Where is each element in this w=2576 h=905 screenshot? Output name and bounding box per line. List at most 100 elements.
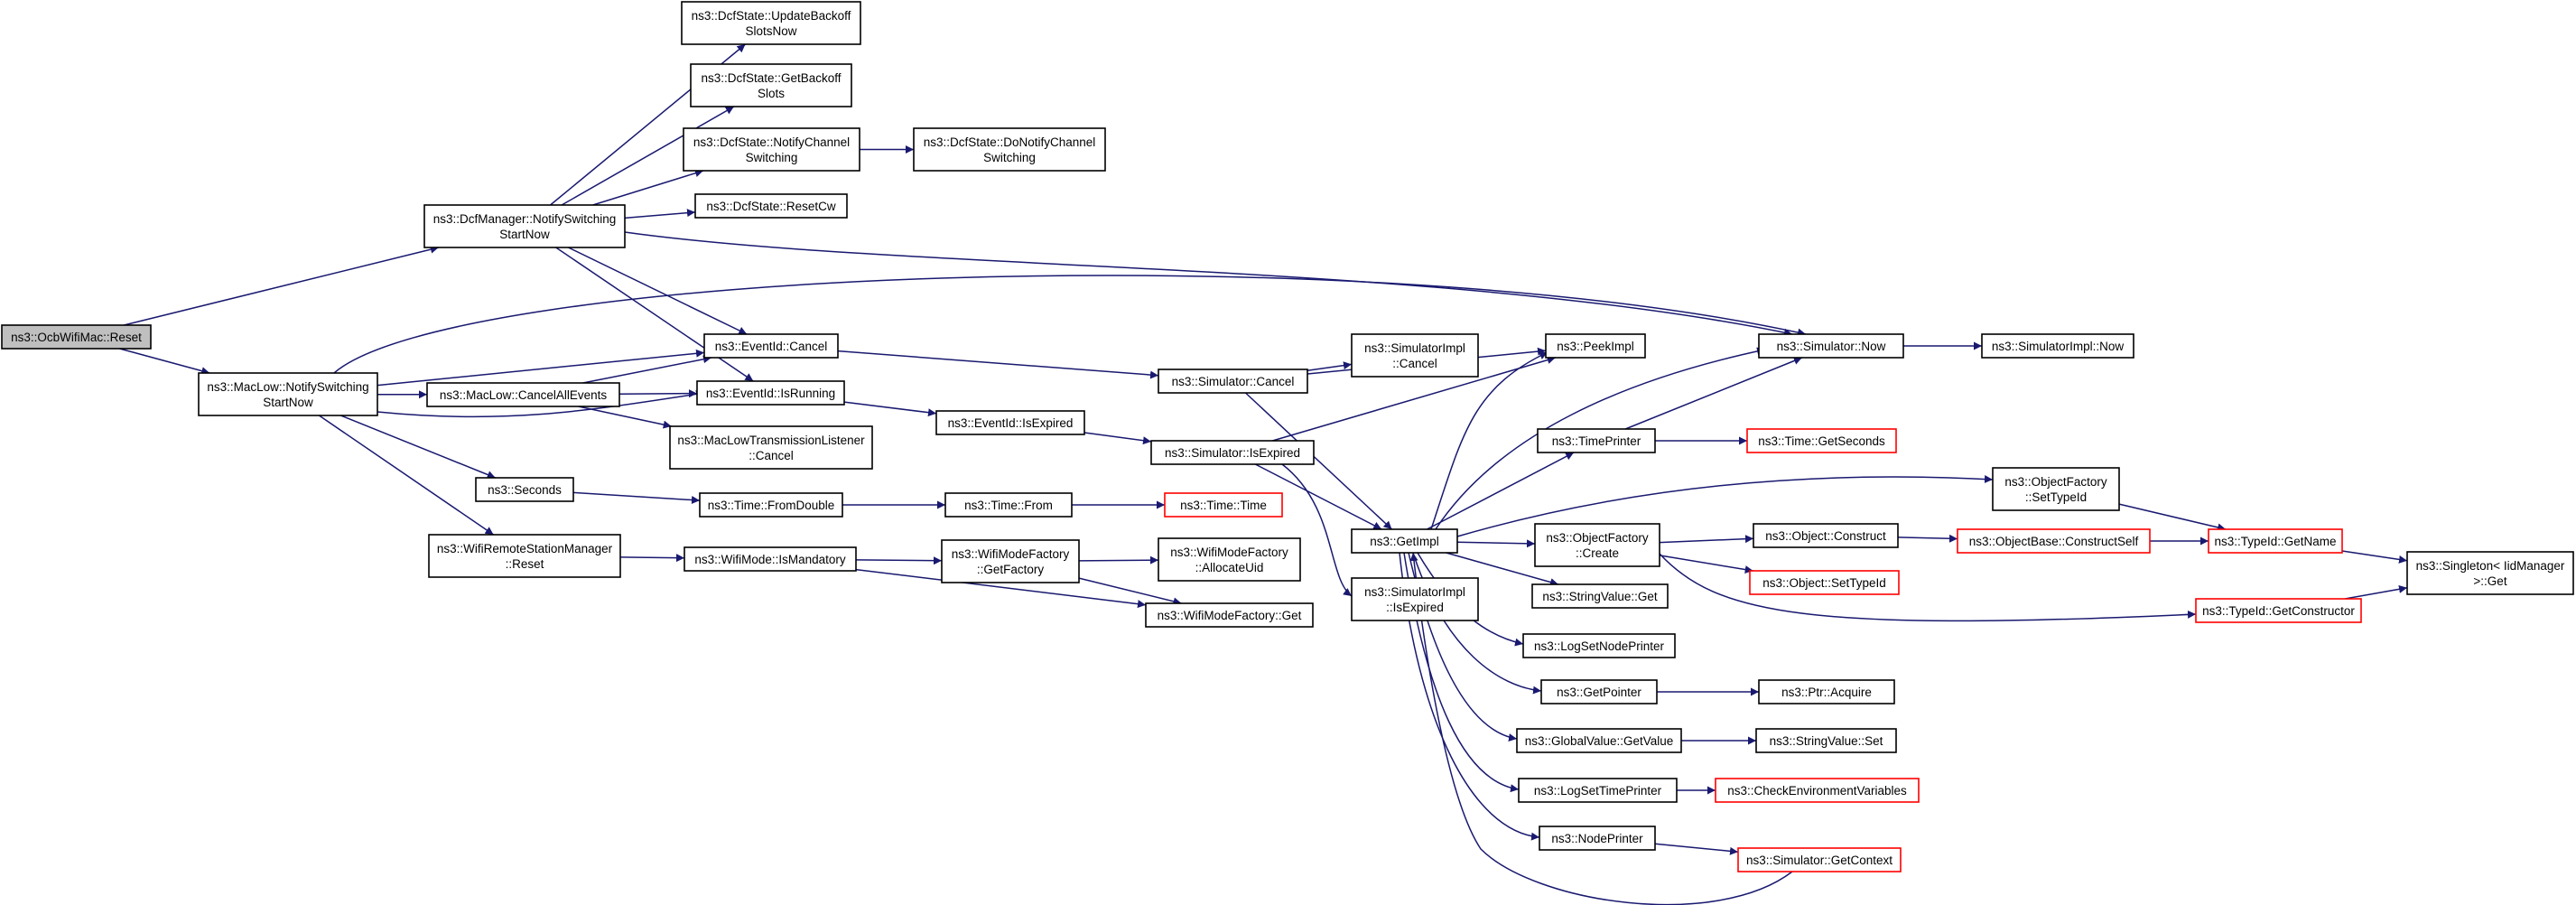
node-box[interactable] [1758, 333, 1904, 359]
node-box[interactable] [681, 1, 861, 45]
node-seconds[interactable]: ns3::Seconds [475, 477, 574, 502]
node-wifimode-ismand[interactable]: ns3::WifiMode::IsMandatory [684, 546, 857, 572]
node-box[interactable] [426, 382, 620, 407]
node-logsetnode[interactable]: ns3::LogSetNodePrinter [1522, 633, 1676, 658]
node-box[interactable] [1753, 523, 1899, 548]
node-box[interactable] [941, 539, 1080, 583]
node-box[interactable] [2195, 598, 2362, 623]
node-mtl-cancel[interactable]: ns3::MacLowTransmissionListener::Cancel [669, 425, 873, 470]
node-box[interactable] [696, 380, 845, 406]
node-sim-isexpired[interactable]: ns3::Simulator::IsExpired [1150, 440, 1315, 465]
node-sim-now[interactable]: ns3::Simulator::Now [1758, 333, 1904, 359]
node-of-settypeid[interactable]: ns3::ObjectFactory::SetTypeId [1992, 467, 2120, 511]
node-box[interactable] [684, 546, 857, 572]
node-time-from[interactable]: ns3::Time::From [944, 492, 1073, 518]
node-box[interactable] [683, 127, 860, 172]
node-box[interactable] [913, 127, 1106, 172]
node-eid-isrunning[interactable]: ns3::EventId::IsRunning [696, 380, 845, 406]
node-box[interactable] [475, 477, 574, 502]
node-box[interactable] [944, 492, 1073, 518]
node-box[interactable] [1351, 528, 1458, 554]
node-peekimpl[interactable]: ns3::PeekImpl [1545, 333, 1646, 359]
node-box[interactable] [1545, 333, 1646, 359]
node-box[interactable] [1755, 728, 1897, 753]
node-simimpl-isexpired[interactable]: ns3::SimulatorImpl::IsExpired [1351, 577, 1479, 621]
node-box[interactable] [1758, 679, 1895, 704]
node-gv-getvalue[interactable]: ns3::GlobalValue::GetValue [1516, 728, 1682, 753]
node-box[interactable] [1737, 847, 1902, 872]
node-logsettime[interactable]: ns3::LogSetTimePrinter [1518, 778, 1678, 803]
node-box[interactable] [1537, 428, 1656, 453]
node-wmf-getfactory[interactable]: ns3::WifiModeFactory::GetFactory [941, 539, 1080, 583]
node-check-env[interactable]: ns3::CheckEnvironmentVariables [1715, 778, 1920, 803]
node-sv-set[interactable]: ns3::StringValue::Set [1755, 728, 1897, 753]
node-sv-get[interactable]: ns3::StringValue::Get [1531, 583, 1669, 609]
node-time-time[interactable]: ns3::Time::Time [1164, 492, 1283, 518]
node-eid-cancel[interactable]: ns3::EventId::Cancel [703, 333, 839, 359]
node-box[interactable] [198, 372, 378, 416]
node-ptr-acquire[interactable]: ns3::Ptr::Acquire [1758, 679, 1895, 704]
node-nodeprinter[interactable]: ns3::NodePrinter [1539, 826, 1656, 851]
node-box[interactable] [1164, 492, 1283, 518]
node-box[interactable] [935, 410, 1085, 435]
node-time-fromdouble[interactable]: ns3::Time::FromDouble [699, 492, 843, 518]
node-ocb-reset[interactable]: ns3::OcbWifiMac::Reset [1, 324, 152, 350]
node-box[interactable] [1749, 570, 1900, 595]
node-ob-constructself[interactable]: ns3::ObjectBase::ConstructSelf [1957, 528, 2151, 554]
node-box[interactable] [703, 333, 839, 359]
node-box[interactable] [423, 204, 626, 248]
node-box[interactable] [1540, 679, 1658, 704]
node-box[interactable] [1158, 537, 1301, 582]
node-reset-cw[interactable]: ns3::DcfState::ResetCw [694, 193, 848, 219]
node-sim-getcontext[interactable]: ns3::Simulator::GetContext [1737, 847, 1902, 872]
node-box[interactable] [1150, 440, 1315, 465]
node-obj-construct[interactable]: ns3::Object::Construct [1753, 523, 1899, 548]
node-box[interactable] [2208, 528, 2343, 554]
node-box[interactable] [1715, 778, 1920, 803]
node-box[interactable] [1, 324, 152, 350]
node-sim-cancel[interactable]: ns3::Simulator::Cancel [1158, 369, 1308, 394]
node-box[interactable] [1351, 577, 1479, 621]
node-wrsm-reset[interactable]: ns3::WifiRemoteStationManager::Reset [428, 534, 621, 578]
node-box[interactable] [2406, 551, 2574, 595]
node-box[interactable] [1516, 728, 1682, 753]
node-wmf-allocuid[interactable]: ns3::WifiModeFactory::AllocateUid [1158, 537, 1301, 582]
node-simimpl-cancel[interactable]: ns3::SimulatorImpl::Cancel [1351, 333, 1479, 378]
node-timeprinter[interactable]: ns3::TimePrinter [1537, 428, 1656, 453]
node-simimpl-now[interactable]: ns3::SimulatorImpl::Now [1981, 333, 2134, 359]
node-box[interactable] [669, 425, 873, 470]
node-box[interactable] [1145, 602, 1314, 628]
node-box[interactable] [428, 534, 621, 578]
node-box[interactable] [699, 492, 843, 518]
node-box[interactable] [1522, 633, 1676, 658]
node-box[interactable] [1992, 467, 2120, 511]
node-typeid-getname[interactable]: ns3::TypeId::GetName [2208, 528, 2343, 554]
node-box[interactable] [1531, 583, 1669, 609]
node-getimpl[interactable]: ns3::GetImpl [1351, 528, 1458, 554]
node-box[interactable] [1981, 333, 2134, 359]
node-box[interactable] [694, 193, 848, 219]
node-box[interactable] [1539, 826, 1656, 851]
node-time-getseconds[interactable]: ns3::Time::GetSeconds [1746, 428, 1897, 453]
node-typeid-getctor[interactable]: ns3::TypeId::GetConstructor [2195, 598, 2362, 623]
node-getpointer[interactable]: ns3::GetPointer [1540, 679, 1658, 704]
node-eid-isexpired[interactable]: ns3::EventId::IsExpired [935, 410, 1085, 435]
node-cancel-all[interactable]: ns3::MacLow::CancelAllEvents [426, 382, 620, 407]
node-box[interactable] [1518, 778, 1678, 803]
node-box[interactable] [1158, 369, 1308, 394]
node-of-create[interactable]: ns3::ObjectFactory::Create [1534, 523, 1660, 567]
node-singleton-get[interactable]: ns3::Singleton< IidManager >::Get [2406, 551, 2574, 595]
node-wmf-get[interactable]: ns3::WifiModeFactory::Get [1145, 602, 1314, 628]
node-box[interactable] [690, 63, 852, 107]
node-box[interactable] [1534, 523, 1660, 567]
node-box[interactable] [1746, 428, 1897, 453]
node-box[interactable] [1351, 333, 1479, 378]
node-box[interactable] [1957, 528, 2151, 554]
node-obj-settypeid[interactable]: ns3::Object::SetTypeId [1749, 570, 1900, 595]
